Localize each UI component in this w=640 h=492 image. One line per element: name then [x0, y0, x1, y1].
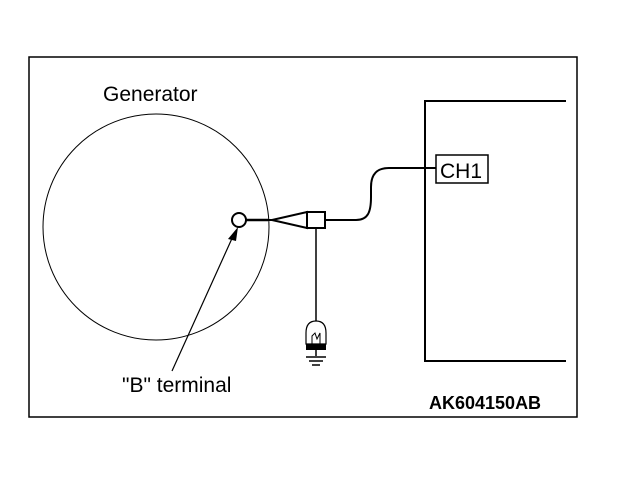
- probe-connector: [306, 211, 326, 229]
- oscilloscope-outline: [424, 100, 566, 362]
- b-terminal: [231, 212, 247, 228]
- ch1-label: CH1: [440, 160, 482, 183]
- ch1-input-box: [435, 154, 489, 184]
- bulb-base: [306, 344, 326, 350]
- diagram-frame: [28, 56, 578, 418]
- b-terminal-label: "B" terminal: [122, 374, 231, 397]
- b-terminal-arrowhead: [228, 227, 238, 241]
- bulb-filament: [311, 332, 321, 344]
- generator-circle: [42, 113, 270, 341]
- probe-cable: [325, 167, 436, 221]
- generator-label: Generator: [103, 83, 198, 106]
- b-terminal-leader: [171, 233, 235, 372]
- figure-code: AK604150AB: [429, 393, 541, 413]
- probe-body: [271, 210, 308, 230]
- test-lamp-bulb-icon: [305, 320, 327, 345]
